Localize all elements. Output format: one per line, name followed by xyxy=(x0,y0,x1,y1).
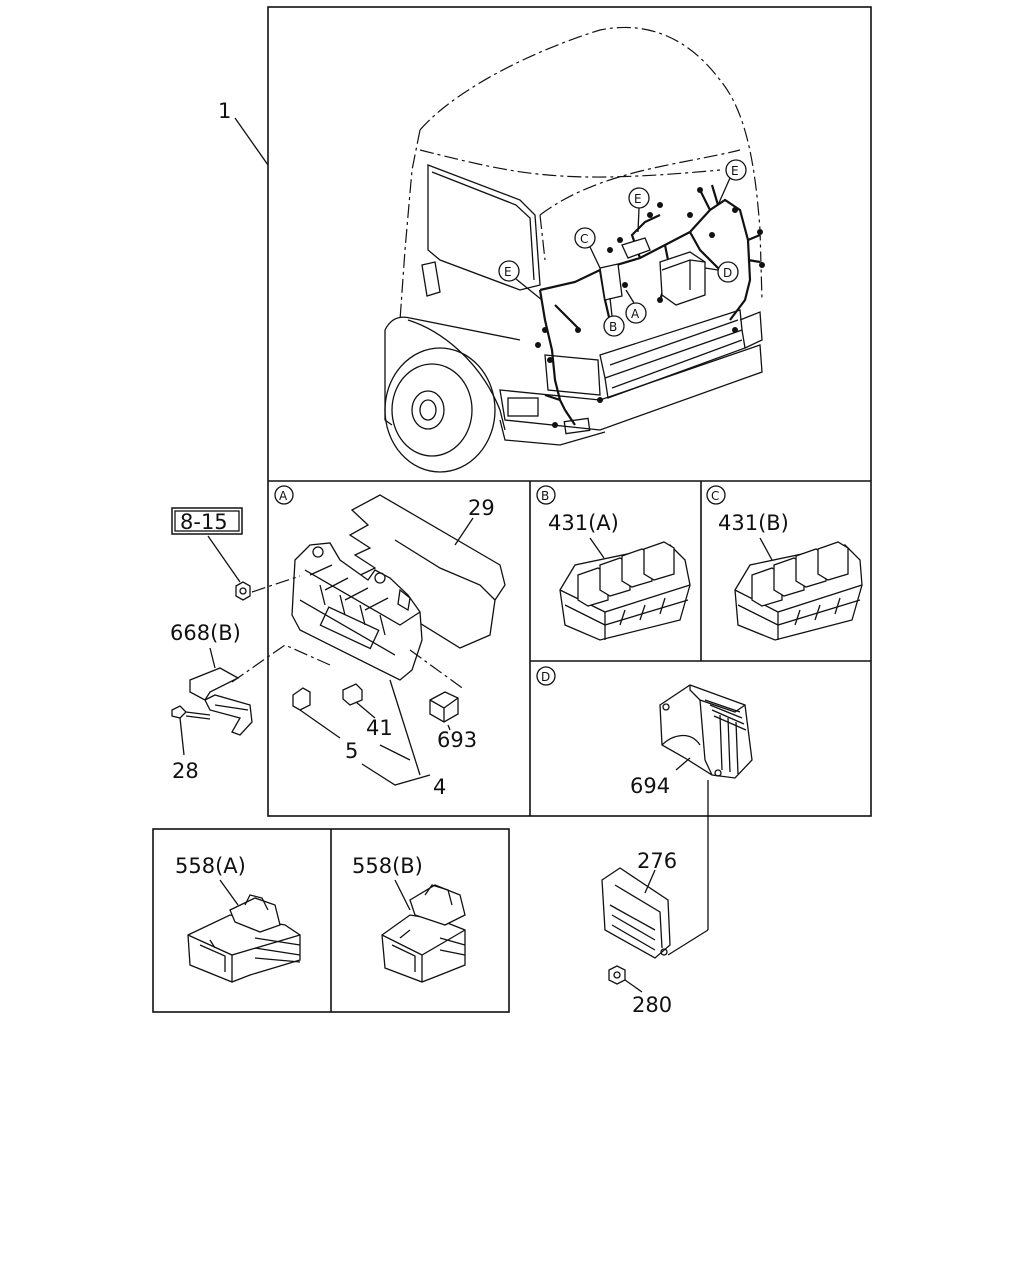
part-431b-label: 431(B) xyxy=(718,511,789,535)
view-marker-a xyxy=(625,302,647,324)
part-276-label: 276 xyxy=(637,849,677,873)
part-29-label: 29 xyxy=(468,496,495,520)
part-28-label: 28 xyxy=(172,759,199,783)
bracket-668b xyxy=(189,667,253,736)
cab-view-markers: C E E E D B A xyxy=(498,159,747,337)
nut-280: 280 xyxy=(608,965,672,1017)
panel-a: A 29 693 41 5 4 xyxy=(231,485,506,799)
part-4-label: 4 xyxy=(433,775,446,799)
nut-part xyxy=(235,581,251,601)
view-marker-e-right-text: E xyxy=(731,164,739,178)
panel-558b: 558(B) xyxy=(352,854,466,983)
part-668b-label: 668(B) xyxy=(170,621,241,645)
view-marker-a-text: A xyxy=(631,307,640,321)
panel-a-marker xyxy=(274,485,294,505)
ref-8-15-text[interactable]: 8-15 xyxy=(180,510,228,534)
ref-8-15[interactable]: 8-15 xyxy=(171,507,243,535)
view-marker-c xyxy=(574,227,596,249)
bolt-28 xyxy=(171,705,211,720)
part-5-label: 5 xyxy=(345,739,358,763)
diagram-frames xyxy=(152,6,872,1013)
view-marker-d-text: D xyxy=(723,266,732,280)
panel-c-marker-text: C xyxy=(711,489,719,503)
view-marker-b xyxy=(603,315,625,337)
panel-c: C 431(B) xyxy=(706,485,863,641)
ref-8-15-leader xyxy=(207,535,241,583)
part-694-label: 694 xyxy=(630,774,670,798)
panel-b-marker-text: B xyxy=(541,489,549,503)
truck-cab-illustration xyxy=(384,26,765,473)
view-marker-c-text: C xyxy=(580,232,588,246)
panel-558a: 558(A) xyxy=(175,854,301,983)
part-693-label: 693 xyxy=(437,728,477,752)
panel-a-marker-text: A xyxy=(279,489,288,503)
part-41-label: 41 xyxy=(366,716,393,740)
panel-b: B 431(A) xyxy=(536,485,691,641)
view-marker-b-text: B xyxy=(609,320,617,334)
part-276-group: 276 xyxy=(601,816,709,959)
callout-1: 1 xyxy=(218,99,231,123)
view-marker-e-left-text: E xyxy=(504,265,512,279)
part-558a-label: 558(A) xyxy=(175,854,246,878)
view-marker-e-right xyxy=(725,159,747,181)
view-marker-e-left xyxy=(498,260,520,282)
panel-d-marker-text: D xyxy=(541,670,550,684)
panel-d: D 694 xyxy=(536,666,753,816)
view-marker-e-top-text: E xyxy=(634,192,642,206)
part-280-label: 280 xyxy=(632,993,672,1017)
part-558b-label: 558(B) xyxy=(352,854,423,878)
callout-line-1 xyxy=(234,117,269,166)
part-431a-label: 431(A) xyxy=(548,511,619,535)
view-marker-d xyxy=(717,261,739,283)
